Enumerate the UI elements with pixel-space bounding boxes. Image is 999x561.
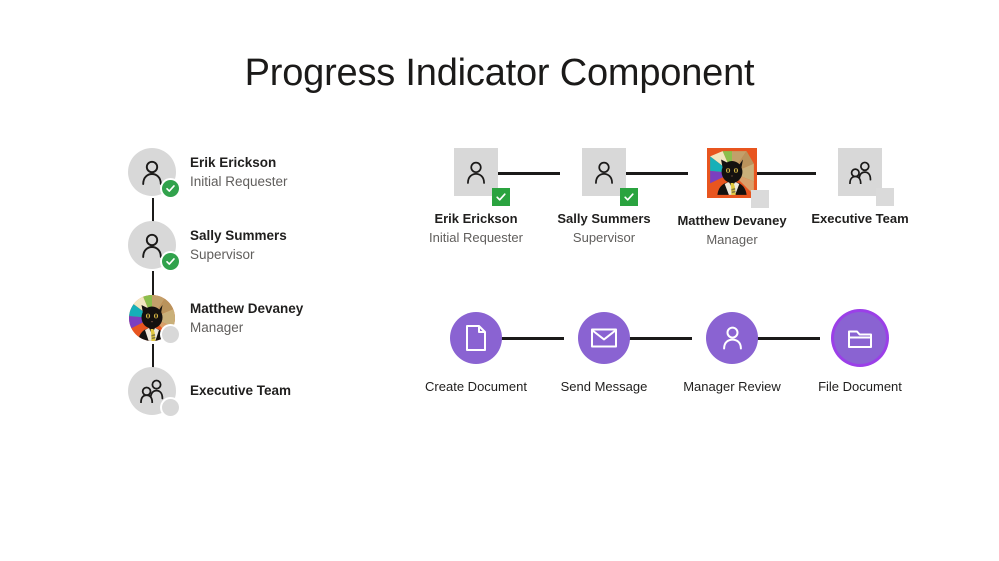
list-item[interactable]: Erik Erickson Initial Requester [128,148,388,234]
progress-step[interactable]: File Document [796,312,924,394]
progress-step[interactable]: Erik Erickson Initial Requester [412,148,560,248]
progress-step[interactable]: Executive Team [796,148,924,248]
list-item-text: Executive Team [190,382,291,400]
status-badge [876,188,894,206]
person-name: Matthew Devaney [677,213,787,228]
progress-step-text: Erik Erickson Initial Requester [429,210,523,246]
status-badge [620,188,638,206]
avatar[interactable] [128,148,179,197]
status-badge [162,180,179,197]
person-name: Executive Team [811,211,909,226]
connector-line [744,337,820,340]
person-name: Sally Summers [557,211,651,226]
person-role: Initial Requester [429,229,523,245]
person-icon [467,161,485,184]
list-item[interactable]: Matthew Devaney Manager [128,294,388,380]
cat-photo-icon [707,148,757,198]
check-icon [166,258,175,265]
folder-icon [848,330,872,348]
progress-step-text: File Document [818,379,902,394]
progress-step[interactable]: Send Message [540,312,692,394]
task-icon-badge[interactable] [706,312,758,364]
progress-step-text: Manager Review [683,379,781,394]
connector-line [152,344,154,380]
group-icon [848,161,871,184]
progress-step[interactable]: Manager Review [668,312,820,394]
avatar[interactable] [582,148,626,196]
horizontal-task-progress: Create Document Send Message Manager Rev… [412,312,932,394]
check-icon [624,193,634,201]
status-badge [162,399,179,416]
status-badge [162,326,179,343]
person-role: Initial Requester [190,173,288,189]
status-badge [751,190,769,208]
task-label: Manager Review [683,379,781,394]
task-icon-badge[interactable] [450,312,502,364]
avatar[interactable] [128,294,179,343]
person-name: Sally Summers [190,228,287,244]
task-icon-badge[interactable] [578,312,630,364]
connector-line [616,337,692,340]
person-icon [142,160,162,185]
progress-step[interactable]: Create Document [412,312,564,394]
person-role: Manager [190,319,244,335]
connector-line [740,172,816,175]
person-name: Erik Erickson [190,155,277,171]
connector-line [488,337,564,340]
progress-step-text: Matthew Devaney Manager [677,212,786,248]
avatar[interactable] [128,367,179,416]
person-role: Manager [706,231,758,247]
page-title: Progress Indicator Component [244,52,755,94]
avatar[interactable] [707,148,757,198]
task-label: Create Document [425,379,527,394]
progress-step[interactable]: Sally Summers Supervisor [540,148,688,248]
connector-line [612,172,688,175]
progress-step-text: Executive Team [811,210,908,229]
person-icon [722,326,742,350]
document-icon [466,325,486,351]
task-label: Send Message [560,379,648,394]
list-item-text: Erik Erickson Initial Requester [190,154,288,190]
vertical-people-progress: Erik Erickson Initial Requester Sally [128,148,388,440]
progress-step-text: Sally Summers Supervisor [557,210,650,246]
progress-step[interactable]: Matthew Devaney Manager [668,148,816,248]
check-icon [166,185,175,192]
list-item[interactable]: Executive Team [128,367,388,440]
avatar[interactable] [454,148,498,196]
person-icon [595,161,613,184]
person-role: Supervisor [572,229,636,245]
avatar[interactable] [838,148,882,196]
connector-line [152,198,154,234]
connector-line [152,271,154,307]
list-item-text: Matthew Devaney Manager [190,300,303,336]
task-label: File Document [818,379,902,394]
person-role: Supervisor [190,246,255,262]
horizontal-people-progress: Erik Erickson Initial Requester Sally Su… [412,148,932,248]
status-badge [492,188,510,206]
check-icon [496,193,506,201]
person-name: Executive Team [190,382,292,398]
person-icon [142,233,162,258]
list-item[interactable]: Sally Summers Supervisor [128,221,388,307]
avatar[interactable] [128,221,179,270]
progress-step-text: Send Message [561,379,648,394]
list-item-text: Sally Summers Supervisor [190,227,287,263]
person-name: Erik Erickson [434,211,518,226]
envelope-icon [591,328,617,348]
person-name: Matthew Devaney [190,301,304,317]
group-icon [140,379,164,403]
progress-step-text: Create Document [425,379,527,394]
task-icon-badge[interactable] [834,312,886,364]
status-badge [162,253,179,270]
connector-line [484,172,560,175]
